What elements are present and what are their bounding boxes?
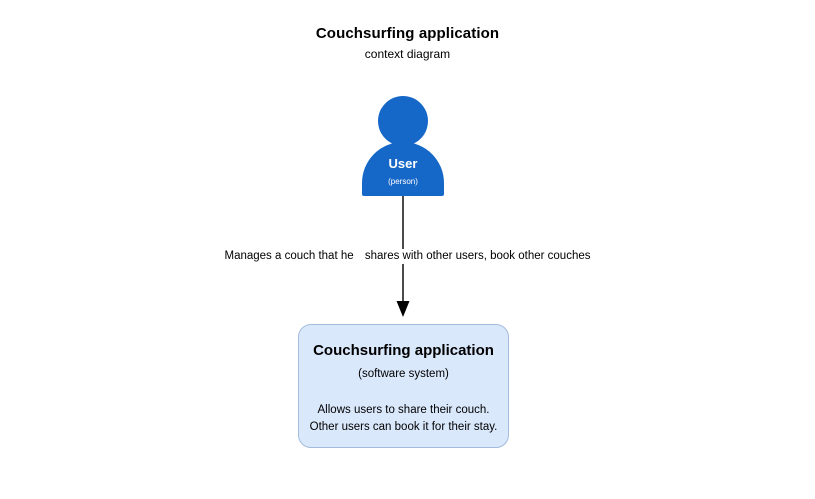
node-person-user[interactable]: User (person) — [362, 96, 444, 196]
relationship-label-line-1: Manages a couch that he — [220, 249, 358, 264]
person-name: User — [388, 156, 418, 171]
system-description: Allows users to share their couch. Other… — [299, 402, 508, 436]
relationship-label-line-2: shares with other users, book other couc… — [360, 249, 595, 264]
person-label-group: User (person) — [362, 156, 444, 187]
person-head-icon — [378, 96, 428, 146]
system-description-line-2: Other users can book it for their stay. — [309, 421, 498, 433]
diagram-heading: Couchsurfing application context diagram — [0, 24, 815, 62]
system-description-line-1: Allows users to share their couch. — [317, 404, 490, 416]
page-title: Couchsurfing application — [315, 25, 500, 42]
person-type: (person) — [388, 177, 418, 186]
page-subtitle: context diagram — [364, 47, 451, 61]
node-software-system[interactable]: Couchsurfing application (software syste… — [298, 324, 509, 448]
connector-arrowhead-icon — [396, 301, 410, 317]
system-name: Couchsurfing application — [313, 342, 494, 359]
system-type: (software system) — [358, 368, 449, 380]
relationship-label: Manages a couch that he shares with othe… — [0, 249, 815, 264]
